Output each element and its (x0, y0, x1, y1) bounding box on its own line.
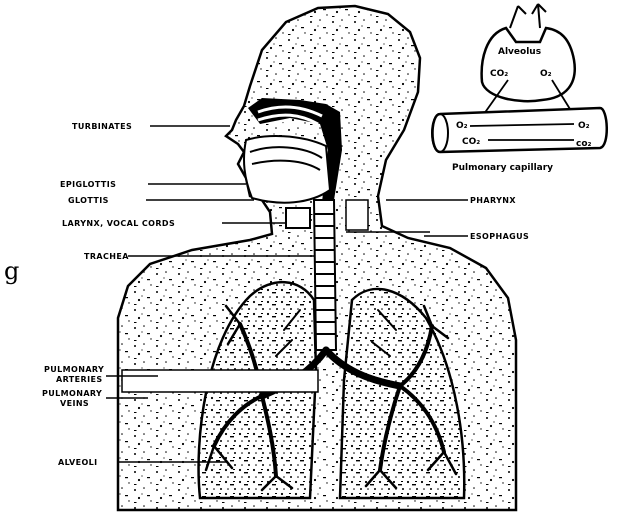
alveolus-sac (482, 28, 575, 101)
gas-exchange-inset: Alveolus CO₂ O₂ O₂ CO₂ O₂ co₂ Pulmonary … (432, 4, 607, 173)
larynx (286, 208, 310, 228)
label-pulmonary-arteries-2: ARTERIES (56, 375, 102, 384)
airflow-arrows (510, 4, 546, 28)
inset-o2-capillary: O₂ (456, 121, 468, 131)
inset-caption: Pulmonary capillary (452, 163, 553, 173)
inset-o2-top: O₂ (540, 69, 552, 79)
label-pharynx: PHARYNX (470, 196, 516, 205)
label-esophagus: ESOPHAGUS (470, 232, 529, 241)
inset-alveolus-label: Alveolus (498, 47, 541, 57)
label-trachea: TRACHEA (84, 252, 129, 261)
label-epiglottis: EPIGLOTTIS (60, 180, 116, 189)
inset-co2-capillary: CO₂ (462, 137, 480, 147)
esophagus-band (346, 200, 368, 230)
label-pulmonary-veins-2: VEINS (60, 399, 89, 408)
inset-co2-top: CO₂ (490, 69, 508, 79)
label-turbinates: TURBINATES (72, 122, 132, 131)
pulmonary-vessel-band (122, 370, 318, 392)
label-alveoli: ALVEOLI (58, 458, 98, 467)
label-pulmonary-veins-1: PULMONARY (42, 389, 102, 398)
label-glottis: GLOTTIS (68, 196, 109, 205)
stray-glyph: g (4, 257, 19, 285)
label-larynx: LARYNX, VOCAL CORDS (62, 219, 175, 228)
inset-co2-right: co₂ (576, 139, 592, 149)
label-pulmonary-arteries-1: PULMONARY (44, 365, 104, 374)
inset-o2-right: O₂ (578, 121, 590, 131)
